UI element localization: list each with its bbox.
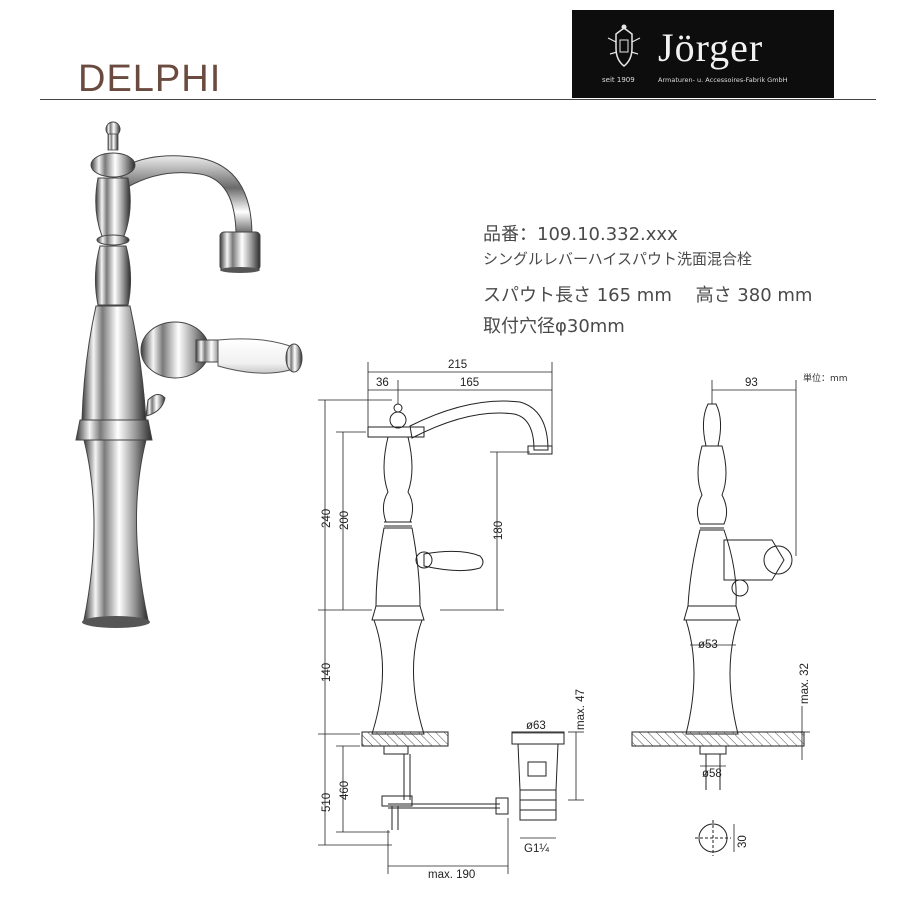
dim-180: 180: [493, 521, 505, 540]
dim-d63: ø63: [526, 720, 546, 732]
dim-460: 460: [339, 781, 351, 800]
mounting-hole: 取付穴径φ30mm: [483, 316, 625, 337]
front-dimension-labels: 215 36 165 240 200 180 140 510 460 max. …: [321, 359, 587, 881]
dim-max-190: max. 190: [428, 869, 475, 881]
brand-subtitle: Armaturen- u. Accessoires-Fabrik GmbH: [658, 76, 788, 84]
front-dimension-lines: [318, 362, 584, 874]
dim-d58: ø58: [702, 768, 722, 780]
unit-note: 単位：mm: [803, 374, 848, 384]
dim-140: 140: [321, 663, 333, 682]
brand-logo: Jörger seit 1909 Armaturen- u. Accessoir…: [572, 10, 834, 98]
dim-max-47: max. 47: [575, 689, 587, 730]
dim-30: 30: [737, 835, 749, 848]
brand-name: Jörger: [658, 25, 764, 70]
dim-max-32: max. 32: [799, 663, 811, 704]
dim-240: 240: [321, 509, 333, 528]
dim-g1: G1¼: [524, 843, 549, 855]
dim-93: 93: [745, 377, 758, 389]
part-number: 品番：109.10.332.xxx: [483, 224, 678, 245]
page-title: DELPHI: [78, 58, 222, 100]
side-dimension-lines: [690, 380, 810, 852]
dim-165: 165: [460, 377, 479, 389]
product-dimensions: スパウト長さ 165 mm 高さ 380 mm: [483, 285, 813, 306]
dim-215: 215: [448, 359, 467, 371]
crest-icon: [607, 24, 641, 67]
dim-510: 510: [321, 793, 333, 812]
product-description: シングルレバーハイスパウト洗面混合栓: [483, 250, 752, 268]
side-dimension-labels: 93 ø53 max. 32 ø58 30: [698, 377, 811, 848]
brand-since: seit 1909: [602, 76, 635, 84]
dim-200: 200: [339, 511, 351, 530]
dim-36: 36: [376, 377, 389, 389]
dim-d53: ø53: [698, 639, 718, 651]
front-view-drawing: [361, 400, 565, 830]
side-view-drawing: [631, 403, 805, 856]
faucet-photo: [75, 121, 303, 628]
title-divider: [40, 99, 876, 100]
